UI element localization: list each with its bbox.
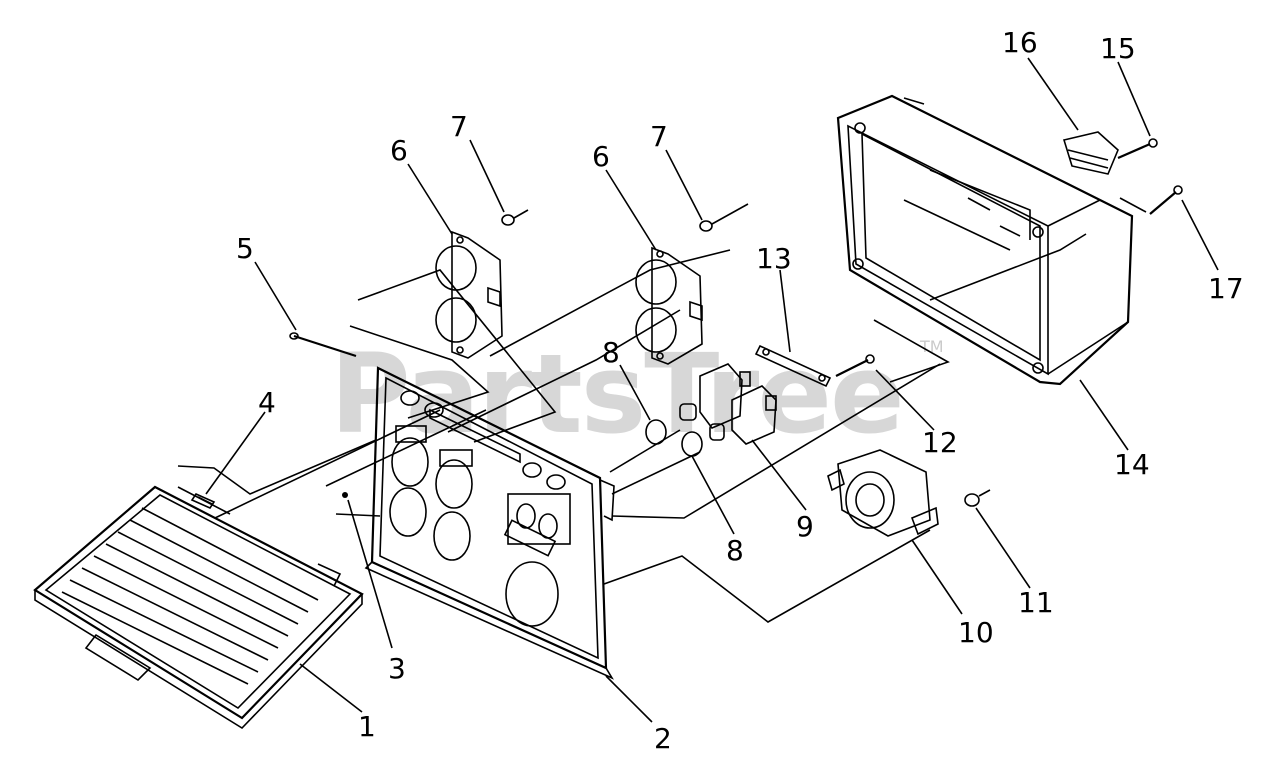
part-10-twistlock-receptacle [827,449,939,537]
callout-2: 2 [654,722,672,755]
assembly-guide-lines [177,197,1147,623]
part-17-screw [1149,185,1183,215]
callout-13: 13 [756,242,792,275]
part-14-housing [836,94,1134,386]
part-4-clip [190,492,216,510]
leader-lines [205,57,1219,723]
callout-17: 17 [1208,272,1244,305]
callout-8b: 8 [726,534,744,567]
part-12-screw [835,354,875,377]
part-2-front-panel [364,366,615,680]
callout-10: 10 [958,616,994,649]
part-6-outlet-right [635,246,703,365]
callout-8a: 8 [602,336,620,369]
callout-12: 12 [922,426,958,459]
callout-7a: 7 [450,110,468,143]
callout-11: 11 [1018,586,1054,619]
callout-1: 1 [358,710,376,743]
callout-6b: 6 [592,140,610,173]
callout-4: 4 [258,386,276,419]
callout-9: 9 [796,510,814,543]
part-15-screw [1117,138,1158,160]
part-3-screw [342,492,348,498]
callout-16: 16 [1002,26,1038,59]
watermark-trademark: TM [919,337,944,356]
callout-7b: 7 [650,120,668,153]
callout-15: 15 [1100,32,1136,65]
part-7-nuts [501,203,749,232]
callout-6a: 6 [390,134,408,167]
part-5-pin [289,332,357,358]
callout-3: 3 [388,652,406,685]
part-13-bar [754,344,832,388]
part-9-breakers [699,363,777,445]
part-11-nut [964,489,991,507]
part-16-terminal [1062,131,1119,175]
callout-numbers: 1 2 3 4 5 6 6 7 7 8 8 9 10 11 12 13 14 1… [236,26,1244,755]
callout-5: 5 [236,232,254,265]
part-1-cover [33,485,364,730]
callout-14: 14 [1114,448,1150,481]
